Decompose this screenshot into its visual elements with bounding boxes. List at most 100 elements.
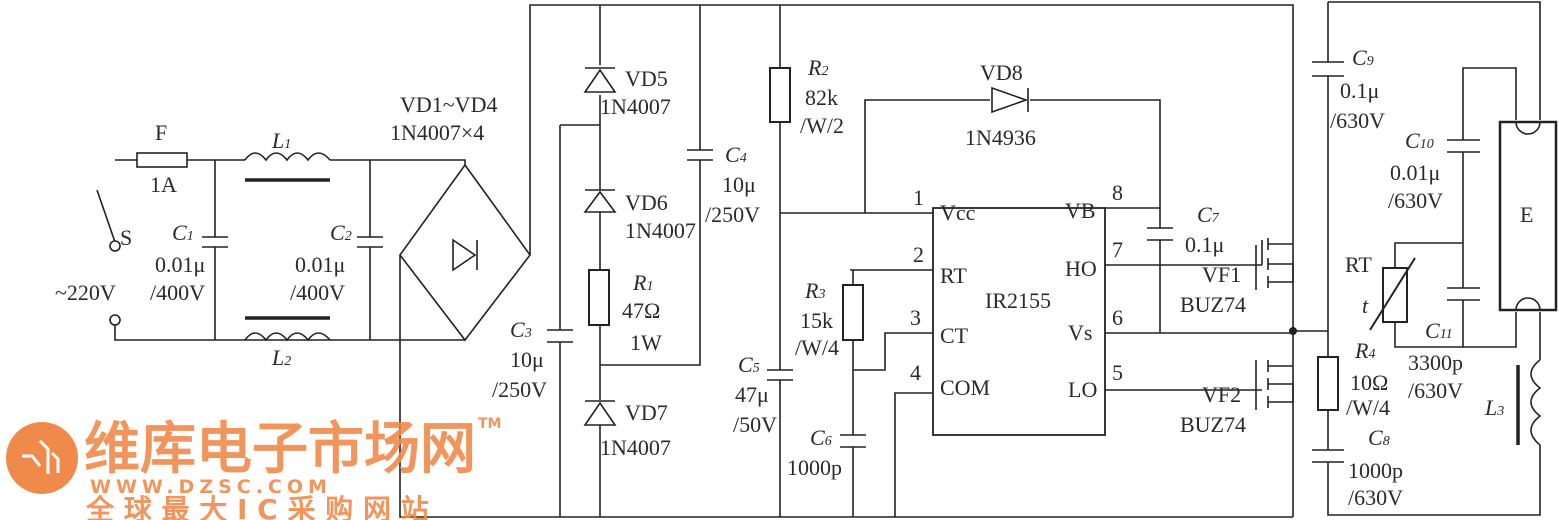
ic-pin-2-num: 2 bbox=[913, 242, 924, 267]
label-vf2: VF2 bbox=[1202, 382, 1241, 407]
label-c2-value: 0.01μ bbox=[295, 252, 345, 277]
label-c3-rating: /250V bbox=[492, 377, 547, 402]
label-l2: L2 bbox=[271, 345, 291, 370]
label-vd7-value: 1N4007 bbox=[600, 435, 671, 460]
ic-pin-2-label: RT bbox=[940, 263, 967, 288]
label-c5-value: 47μ bbox=[735, 382, 769, 407]
label-c10: C10 bbox=[1405, 128, 1434, 153]
label-c7-value: 0.1μ bbox=[1185, 232, 1224, 257]
label-vd8-value: 1N4936 bbox=[965, 125, 1036, 150]
ic-pin-1-label: Vcc bbox=[940, 200, 976, 225]
label-c6: C6 bbox=[810, 425, 832, 450]
label-vd7: VD7 bbox=[625, 400, 668, 425]
label-fuse-value: 1A bbox=[150, 172, 177, 197]
label-lamp-e: E bbox=[1520, 202, 1533, 227]
inductor-l1 bbox=[244, 152, 331, 162]
label-c11: C11 bbox=[1425, 318, 1453, 343]
label-c11-value: 3300p bbox=[1408, 350, 1463, 375]
label-vd5-value: 1N4007 bbox=[600, 94, 671, 119]
label-vf2-value: BUZ74 bbox=[1180, 412, 1246, 437]
mosfets bbox=[1255, 238, 1294, 410]
inductor-l3 bbox=[1530, 359, 1542, 446]
inductor-l2 bbox=[244, 332, 331, 342]
fuse bbox=[136, 152, 188, 168]
label-c3-value: 10μ bbox=[510, 347, 544, 372]
label-c5: C5 bbox=[738, 352, 760, 377]
label-supply: ~220V bbox=[55, 280, 116, 305]
label-r1-rating: 1W bbox=[630, 330, 662, 355]
label-fuse: F bbox=[155, 120, 167, 145]
label-c4: C4 bbox=[725, 142, 747, 167]
label-r4-rating: /W/4 bbox=[1346, 395, 1390, 420]
label-r2-value: 82k bbox=[805, 85, 838, 110]
ic-pin-4-label: COM bbox=[940, 375, 990, 400]
watermark-tm: TM bbox=[478, 416, 501, 432]
label-c9-rating: /630V bbox=[1330, 108, 1385, 133]
label-c1-value: 0.01μ bbox=[155, 252, 205, 277]
label-c5-rating: /50V bbox=[733, 412, 777, 437]
label-bridge-value: 1N4007×4 bbox=[390, 120, 484, 145]
label-r4-value: 10Ω bbox=[1350, 370, 1388, 395]
label-vf1-value: BUZ74 bbox=[1180, 292, 1246, 317]
label-vd6: VD6 bbox=[625, 190, 668, 215]
ic-pin-8-label: VB bbox=[1065, 198, 1096, 223]
wires bbox=[114, 1, 1541, 518]
label-c1: C1 bbox=[172, 220, 194, 245]
label-r2-rating: /W/2 bbox=[800, 113, 844, 138]
label-r1-value: 47Ω bbox=[622, 298, 660, 323]
label-c7: C7 bbox=[1197, 202, 1220, 227]
label-c2-rating: /400V bbox=[290, 280, 345, 305]
switch-s[interactable] bbox=[96, 189, 121, 326]
ic-pin-6-num: 6 bbox=[1112, 305, 1123, 330]
watermark-logo-icon bbox=[6, 422, 78, 494]
label-l1: L1 bbox=[271, 128, 291, 153]
watermark-slogan: 全 球 最 大 I C 采 购 网 站 bbox=[85, 493, 429, 520]
diodes bbox=[583, 67, 1029, 426]
ic-pin-4-num: 4 bbox=[910, 360, 921, 385]
ic-pin-7-label: HO bbox=[1065, 256, 1097, 281]
label-c6-value: 1000p bbox=[787, 455, 842, 480]
label-c4-rating: /250V bbox=[705, 202, 760, 227]
junction-dot bbox=[1289, 327, 1297, 335]
label-rt-symbol: t bbox=[1362, 293, 1369, 318]
ic-pin-1-num: 1 bbox=[913, 185, 924, 210]
label-c10-rating: /630V bbox=[1388, 188, 1443, 213]
label-vd8: VD8 bbox=[980, 60, 1023, 85]
watermark-brand: 维库电子市场网 bbox=[84, 417, 476, 482]
label-c8-rating: /630V bbox=[1348, 485, 1403, 510]
label-c3: C3 bbox=[510, 317, 532, 342]
label-r3-rating: /W/4 bbox=[795, 335, 839, 360]
label-c1-rating: /400V bbox=[150, 280, 205, 305]
ic-pin-6-label: Vs bbox=[1068, 320, 1092, 345]
label-r4: R4 bbox=[1354, 338, 1375, 363]
ic-pin-3-label: CT bbox=[940, 323, 969, 348]
label-c4-value: 10μ bbox=[722, 172, 756, 197]
label-vf1: VF1 bbox=[1202, 262, 1241, 287]
ic-name: IR2155 bbox=[985, 288, 1051, 313]
capacitors bbox=[202, 61, 1480, 463]
label-r3: R3 bbox=[804, 278, 825, 303]
label-rt: RT bbox=[1345, 252, 1372, 277]
ic-pin-8-num: 8 bbox=[1112, 180, 1123, 205]
label-r1: R1 bbox=[632, 270, 653, 295]
bridge-rectifier bbox=[399, 163, 531, 342]
ic-pin-5-num: 5 bbox=[1112, 360, 1123, 385]
ic-pin-7-num: 7 bbox=[1112, 237, 1123, 262]
label-c8: C8 bbox=[1368, 425, 1390, 450]
label-c2: C2 bbox=[330, 220, 352, 245]
fluorescent-tube-e bbox=[1498, 120, 1558, 312]
label-c9-value: 0.1μ bbox=[1340, 78, 1379, 103]
label-r2: R2 bbox=[807, 55, 828, 80]
ic-ir2155 bbox=[932, 207, 1106, 436]
label-l3: L3 bbox=[1484, 395, 1504, 420]
label-bridge: VD1~VD4 bbox=[400, 92, 497, 117]
label-vd5: VD5 bbox=[625, 66, 668, 91]
label-c10-value: 0.01μ bbox=[1390, 160, 1440, 185]
label-s: S bbox=[120, 225, 132, 250]
watermark: 维库电子市场网 TM WWW.DZSC.COM 全 球 最 大 I C 采 购 … bbox=[6, 416, 501, 520]
label-c9: C9 bbox=[1352, 45, 1374, 70]
ic-pin-3-num: 3 bbox=[910, 305, 921, 330]
label-c8-value: 1000p bbox=[1348, 458, 1403, 483]
label-vd6-value: 1N4007 bbox=[625, 218, 696, 243]
